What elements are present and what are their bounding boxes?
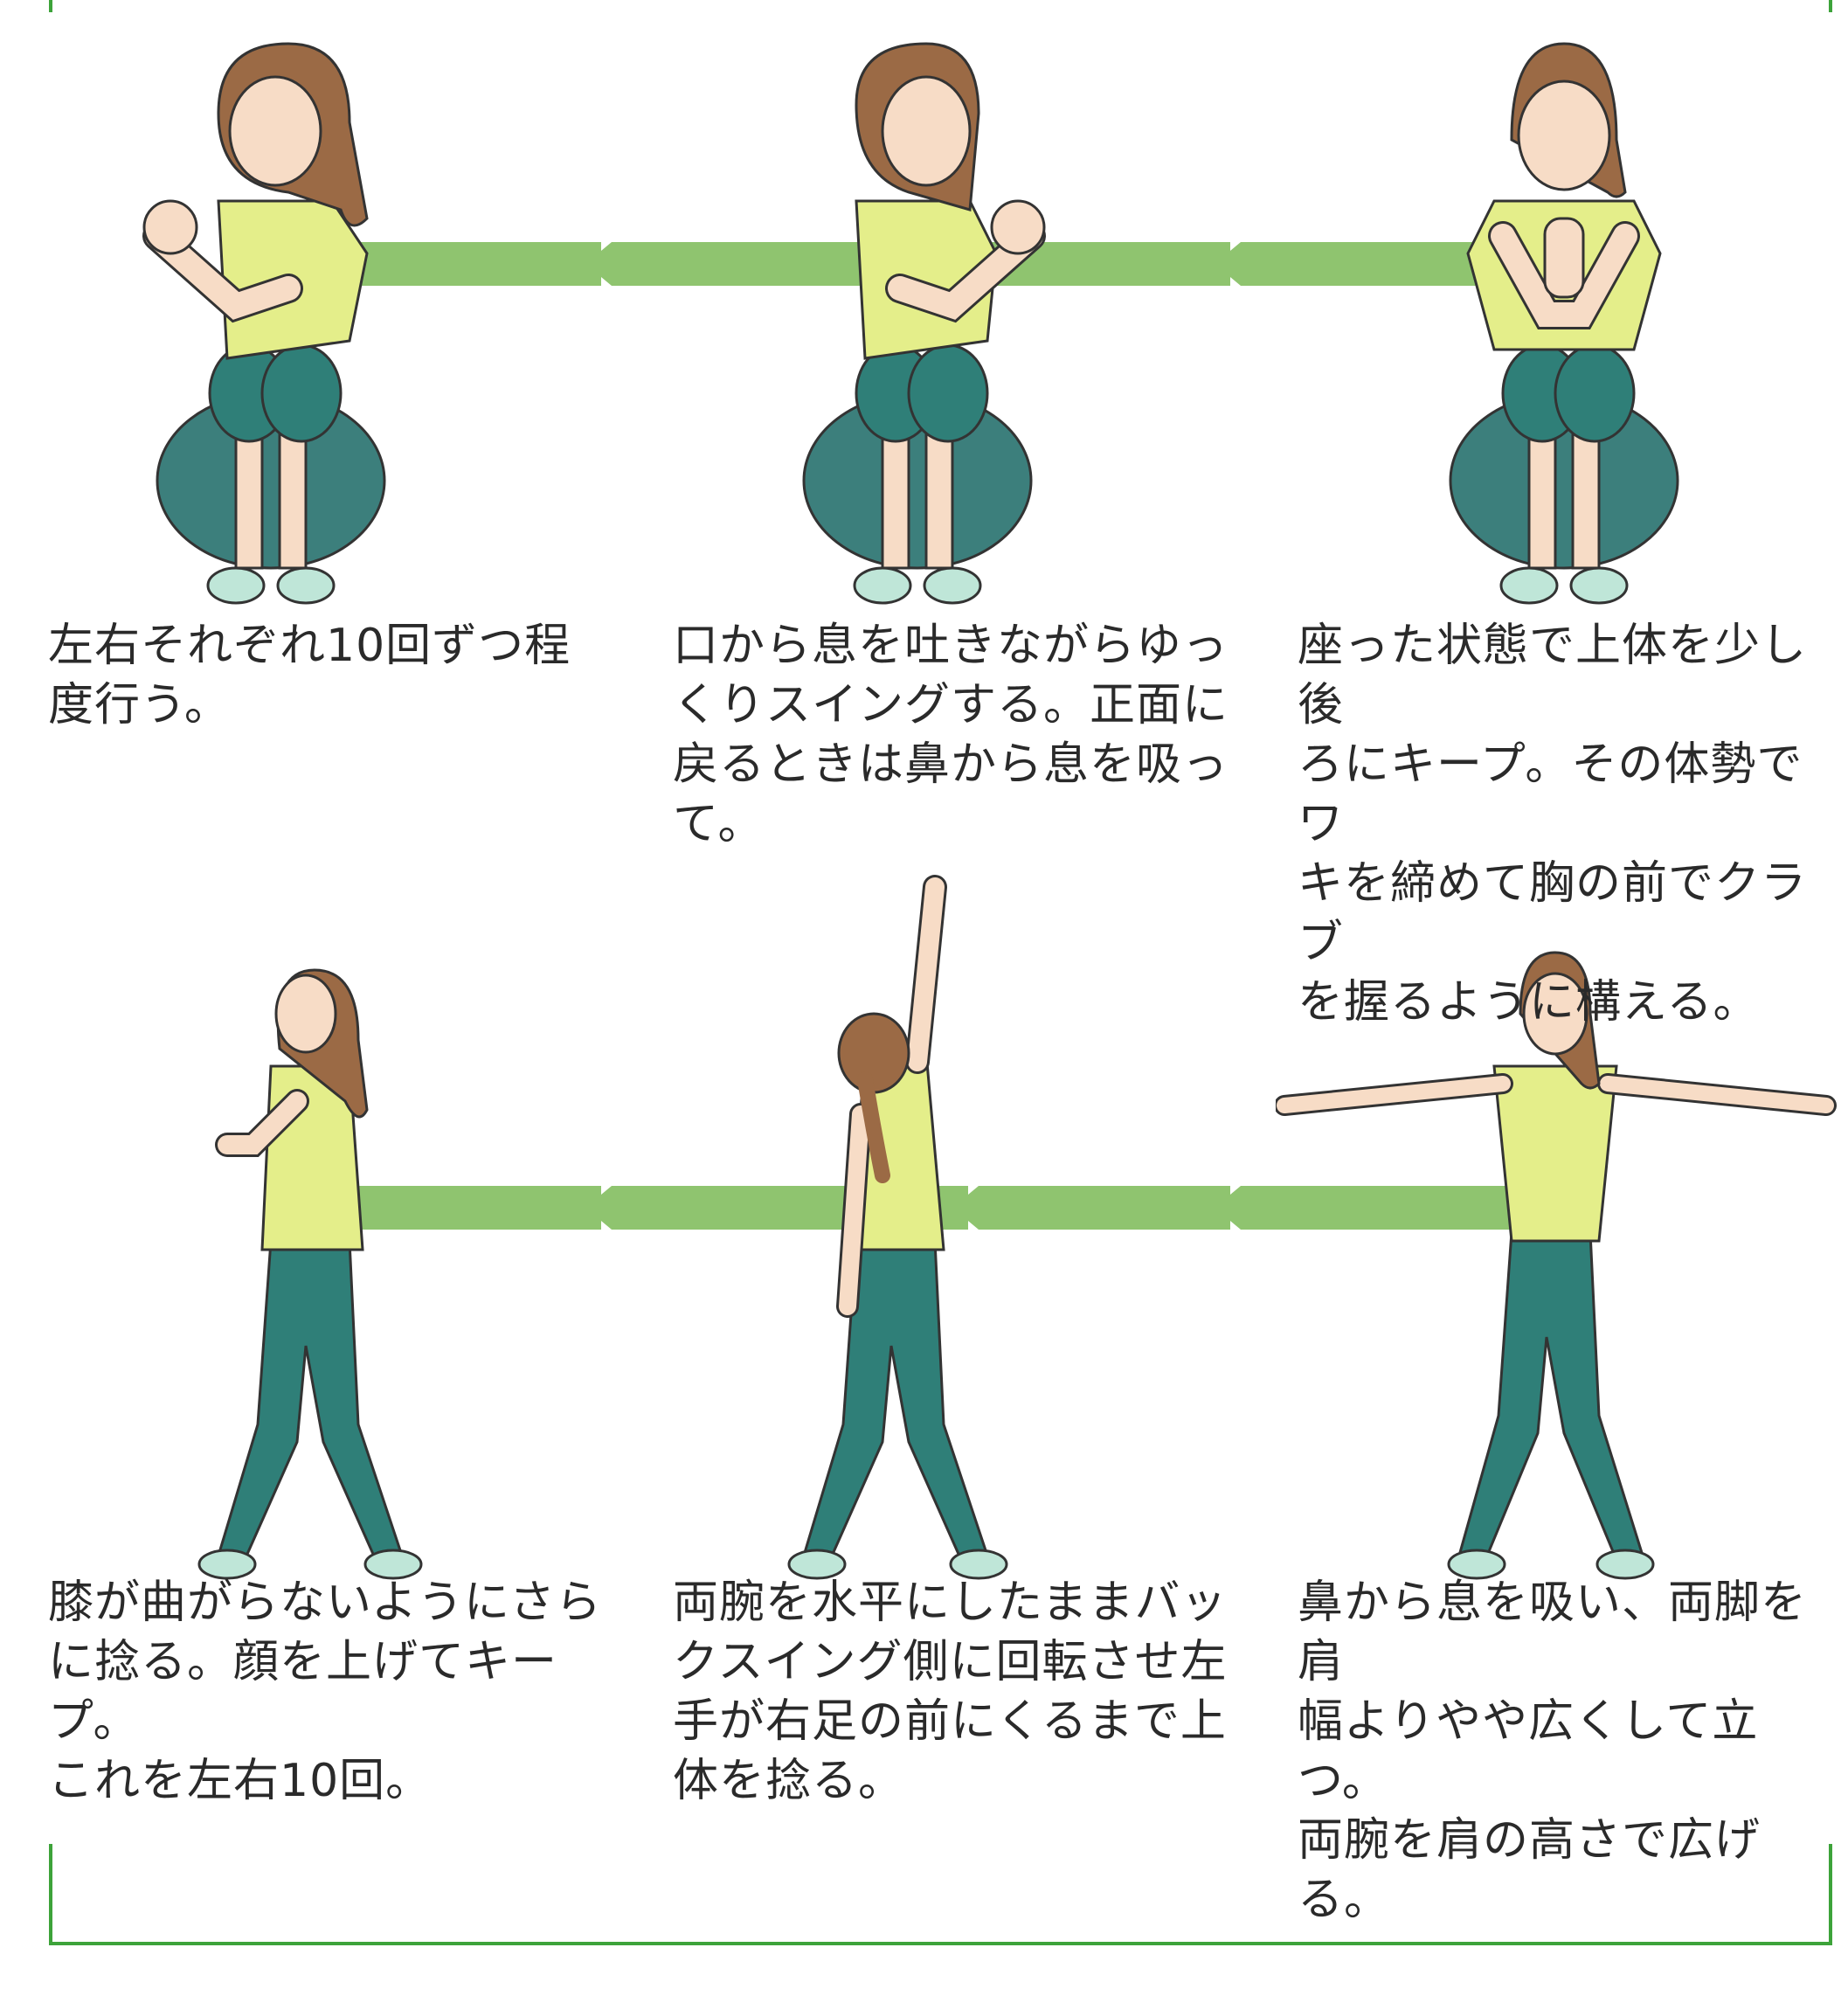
arrow-segment (952, 1186, 1230, 1230)
caption-step-2: 両腕を水平にしたままバッ クスイング側に回転させ左 手が右足の前にくるまで上 体… (673, 1577, 1228, 1807)
arrow-segment (1215, 1186, 1555, 1230)
arrow-segment (350, 242, 601, 286)
frame-right-line (1829, 1844, 1832, 1945)
caption-step-1: 鼻から息を吸い、両脚を肩 幅よりやや広くして立つ。 両腕を肩の高さで広げる。 (1298, 1577, 1808, 1926)
arrow-segment (332, 1186, 601, 1230)
figure-seated-swing-left (142, 42, 386, 605)
caption-step-6: 左右それぞれ10回ずつ程 度行う。 (48, 620, 571, 731)
caption-step-4: 座った状態で上体を少し後 ろにキープ。その体勢でワ キを締めて胸の前でクラブ を… (1298, 620, 1808, 1029)
frame-bottom-line (49, 1942, 1832, 1945)
frame-left-line (49, 1844, 52, 1945)
figure-seated-swing-right (802, 42, 1046, 605)
caption-step-5: 口から息を吐きながらゆっ くりスイングする。正面に 戻るときは鼻から息を吸っ て… (673, 620, 1229, 850)
caption-step-3: 膝が曲がらないようにさら に捻る。顔を上げてキープ。 これを左右10回。 (48, 1577, 602, 1807)
frame-top-left-tick (49, 0, 52, 12)
figure-standing-twist-reach (787, 875, 1008, 1580)
frame-top-right-tick (1829, 0, 1832, 12)
figure-seated-hands-clasped (1449, 42, 1679, 605)
figure-standing-turned-hold (197, 968, 423, 1580)
figure-standing-arms-spread (1276, 951, 1837, 1580)
